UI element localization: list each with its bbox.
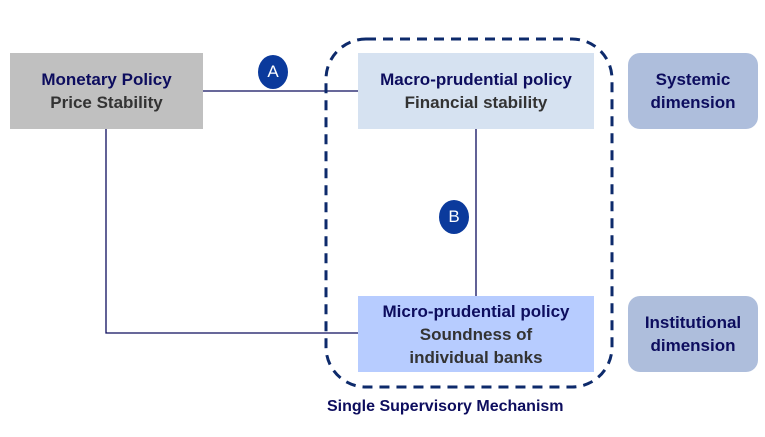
micro-prudential-subtitle-1: Soundness of [419,324,533,344]
monetary-policy-box: Monetary Policy Price Stability [10,53,203,129]
systemic-dimension-line2: dimension [650,93,736,112]
macro-prudential-title: Macro-prudential policy [380,70,572,89]
micro-prudential-box: Micro-prudential policy Soundness of ind… [358,296,594,372]
macro-prudential-box: Macro-prudential policy Financial stabil… [358,53,594,129]
systemic-dimension-box: Systemic dimension [628,53,758,129]
monetary-policy-title: Monetary Policy [41,70,172,89]
macro-prudential-subtitle: Financial stability [404,93,548,112]
badge-a: A [258,55,288,89]
institutional-dimension-line2: dimension [650,336,736,355]
micro-prudential-subtitle-2: individual banks [409,347,543,367]
ssm-label: Single Supervisory Mechanism [327,398,564,415]
monetary-policy-subtitle: Price Stability [50,93,163,112]
badge-b: B [439,200,469,234]
systemic-dimension-line1: Systemic [655,70,731,89]
institutional-dimension-line1: Institutional [644,313,742,332]
connector-monetary-micro [105,129,358,334]
institutional-dimension-box: Institutional dimension [628,296,758,372]
ssm-dashed-boundary [324,37,614,389]
micro-prudential-title: Micro-prudential policy [382,301,570,321]
